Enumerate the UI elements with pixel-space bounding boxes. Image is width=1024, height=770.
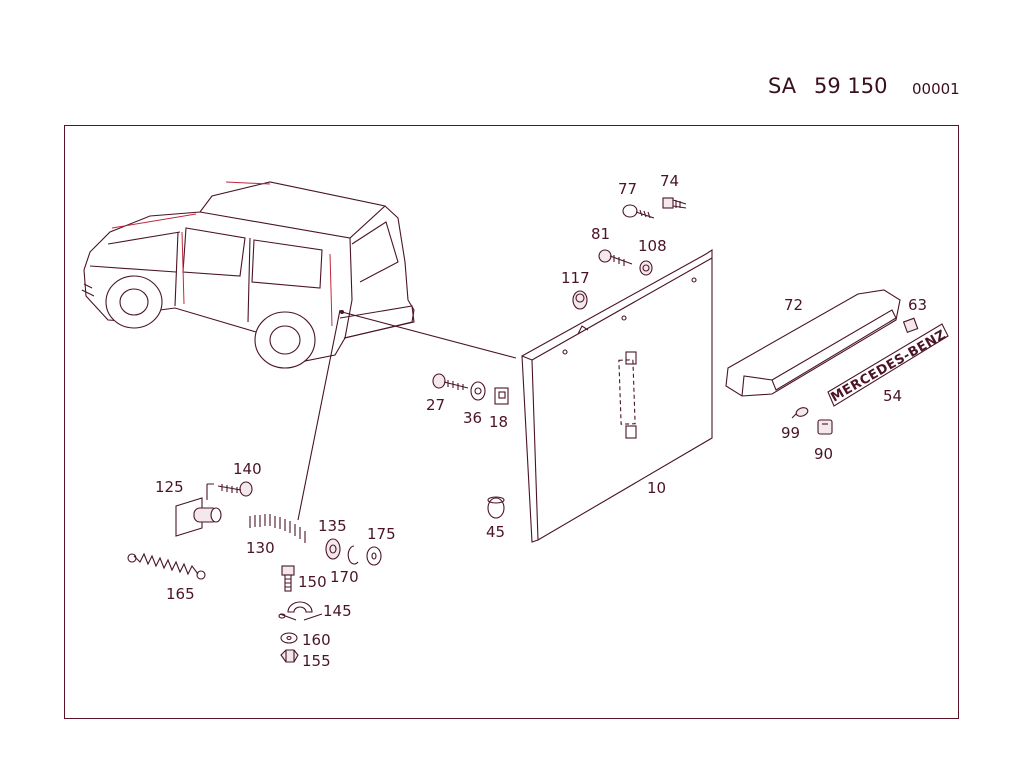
label-81: 81 [591,225,610,243]
sheet-prefix: SA [768,74,797,98]
label-150: 150 [298,573,327,591]
label-36: 36 [463,409,482,427]
label-99: 99 [781,424,800,442]
label-117: 117 [561,269,590,287]
label-54: 54 [883,387,902,405]
sheet-index: 00001 [912,80,960,98]
part-117-grommet [572,290,588,310]
part-170-snap-ring [347,545,359,565]
label-160: 160 [302,631,331,649]
part-99-bulb [791,407,809,419]
label-125: 125 [155,478,184,496]
part-145-clamp [278,601,323,621]
label-130: 130 [246,539,275,557]
part-135-grommet [325,538,341,560]
rear-cover-panel [521,248,713,543]
label-27: 27 [426,396,445,414]
label-72: 72 [784,296,803,314]
part-160-washer [280,632,298,644]
part-140-screw [217,481,253,497]
part-27-screw [432,373,469,390]
label-175: 175 [367,525,396,543]
part-125-bracket [175,483,222,537]
label-170: 170 [330,568,359,586]
part-90-socket [817,419,833,435]
label-45: 45 [486,523,505,541]
part-108-nut [639,260,653,276]
leader-line-harness [297,309,341,521]
label-140: 140 [233,460,262,478]
sheet-header: SA 59 150 00001 [0,0,1024,120]
label-18: 18 [489,413,508,431]
part-18-clip-nut [494,387,509,405]
part-150-bolt [281,565,295,592]
label-155: 155 [302,652,331,670]
part-63-clip [902,317,919,334]
label-108: 108 [638,237,667,255]
label-74: 74 [660,172,679,190]
part-81-screw [598,249,633,266]
part-77-screw [622,204,655,219]
part-36-washer [470,381,486,401]
label-165: 165 [166,585,195,603]
part-labels: 77 74 81 108 117 72 63 54 99 90 27 36 18… [155,172,927,670]
label-145: 145 [323,602,352,620]
label-135: 135 [318,517,347,535]
part-74-bolt [662,197,687,209]
part-130-hose [241,514,315,545]
part-155-nut [280,649,299,663]
label-10: 10 [647,479,666,497]
sheet-number: 59 150 [814,74,888,98]
label-63: 63 [908,296,927,314]
diagram-frame [64,125,959,719]
part-165-spring [127,552,206,580]
label-90: 90 [814,445,833,463]
vehicle-illustration [81,181,415,369]
part-72-light-bar [725,289,901,397]
part-175-washer [366,546,382,566]
leader-line-panel [341,311,517,359]
label-77: 77 [618,180,637,198]
part-45-plug [487,496,505,519]
